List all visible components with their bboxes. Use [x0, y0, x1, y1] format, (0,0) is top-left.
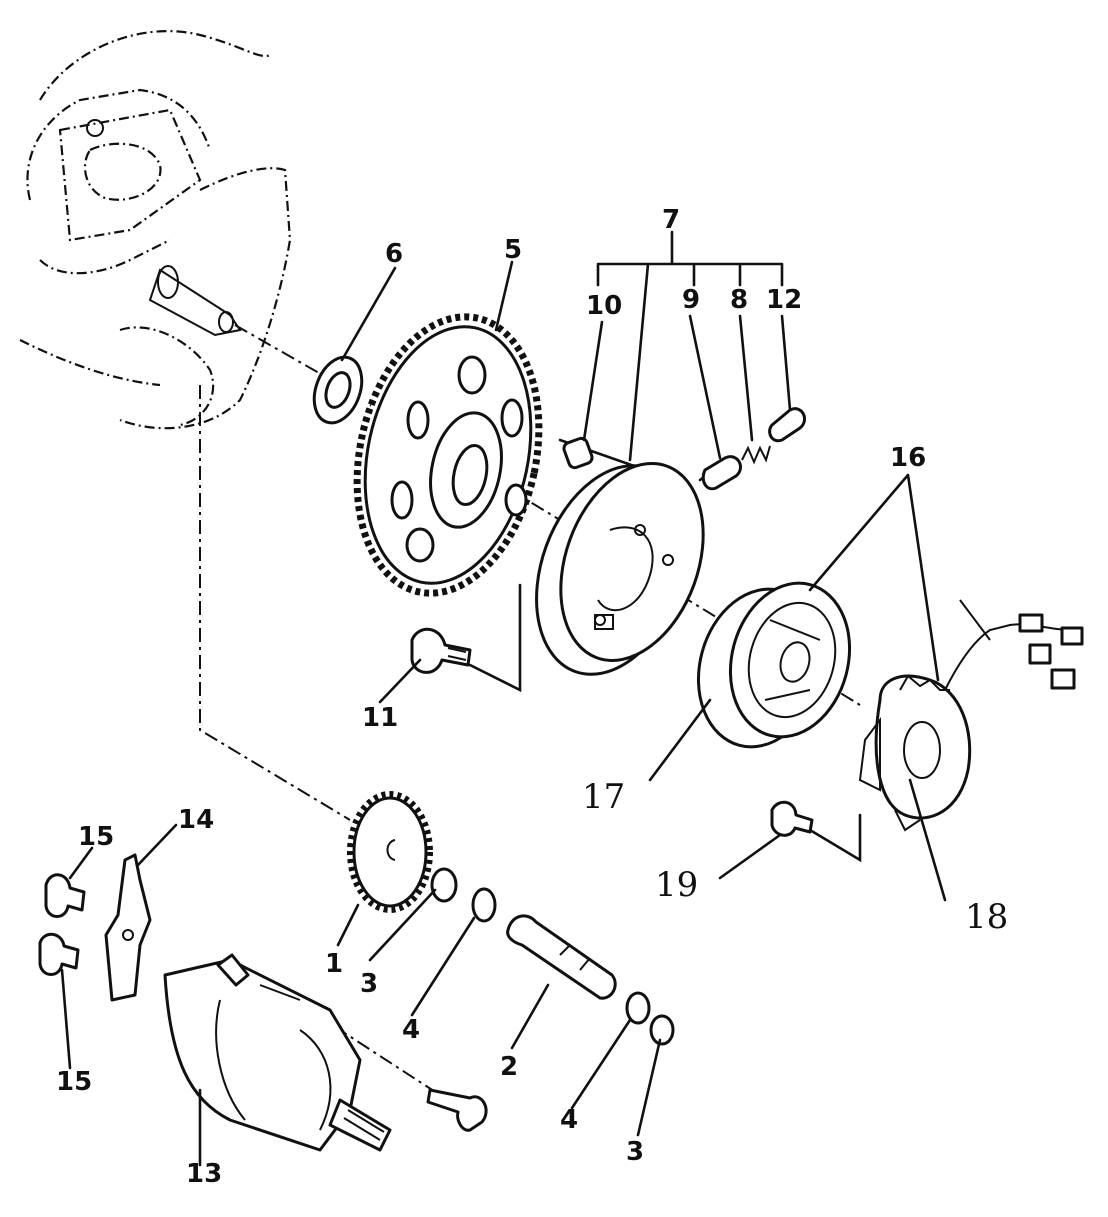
callout-17: 17: [582, 777, 625, 817]
callout-5: 5: [504, 235, 522, 265]
callout-15-upper: 15: [78, 822, 114, 852]
callout-15-lower: 15: [56, 1067, 92, 1097]
callout-16: 16: [890, 443, 926, 473]
shaft-part-2: [506, 914, 617, 1000]
stator-part-18: [858, 674, 972, 832]
callout-6: 6: [385, 239, 403, 269]
callout-1: 1: [325, 949, 343, 979]
callout-7: 7: [662, 205, 680, 235]
cap-part-12: [768, 407, 806, 443]
bolt-part-15-upper: [44, 873, 86, 918]
wire-harness: [944, 599, 1084, 691]
spring-part-8: [741, 445, 771, 465]
starter-mounting-bolt: [426, 1088, 488, 1132]
callout-14: 14: [178, 805, 214, 835]
plunger-part-9: [701, 455, 742, 491]
bolt-part-19: [770, 800, 814, 837]
engine-case-outline: [19, 30, 292, 430]
callout-3-upper: 3: [360, 969, 378, 999]
flywheel-rotor-part-17: [696, 581, 852, 749]
callout-8: 8: [730, 285, 748, 315]
callout-labels: 6 5 7 10 9 8 12 16 17 18 19 11 1 3 4 2 4…: [56, 205, 1008, 1189]
bracket-part-14: [104, 853, 152, 1002]
callout-10: 10: [586, 291, 622, 321]
callout-2: 2: [500, 1052, 518, 1082]
callout-12: 12: [766, 285, 802, 315]
callout-3-lower: 3: [626, 1137, 644, 1167]
callout-19: 19: [655, 865, 698, 905]
bolt-part-15-lower: [38, 932, 80, 976]
washer-part-6: [312, 355, 364, 425]
callout-4-upper: 4: [402, 1015, 420, 1045]
callout-11: 11: [362, 703, 398, 733]
callout-13: 13: [186, 1159, 222, 1189]
washer-part-4-upper: [471, 887, 497, 923]
bolt-part-11: [410, 627, 472, 674]
idle-gear-part-1: [347, 791, 433, 913]
callout-9: 9: [682, 285, 700, 315]
bushing-part-3-upper: [430, 867, 458, 903]
washer-part-4-lower: [625, 991, 651, 1025]
large-sprocket-part-5: [353, 313, 543, 597]
roller-part-10: [562, 436, 594, 470]
leader-lines: [60, 230, 947, 1167]
bushing-part-3-lower: [649, 1014, 675, 1046]
callout-18: 18: [965, 897, 1008, 937]
callout-4-lower: 4: [560, 1105, 578, 1135]
starter-clutch-part-7: [535, 462, 705, 676]
